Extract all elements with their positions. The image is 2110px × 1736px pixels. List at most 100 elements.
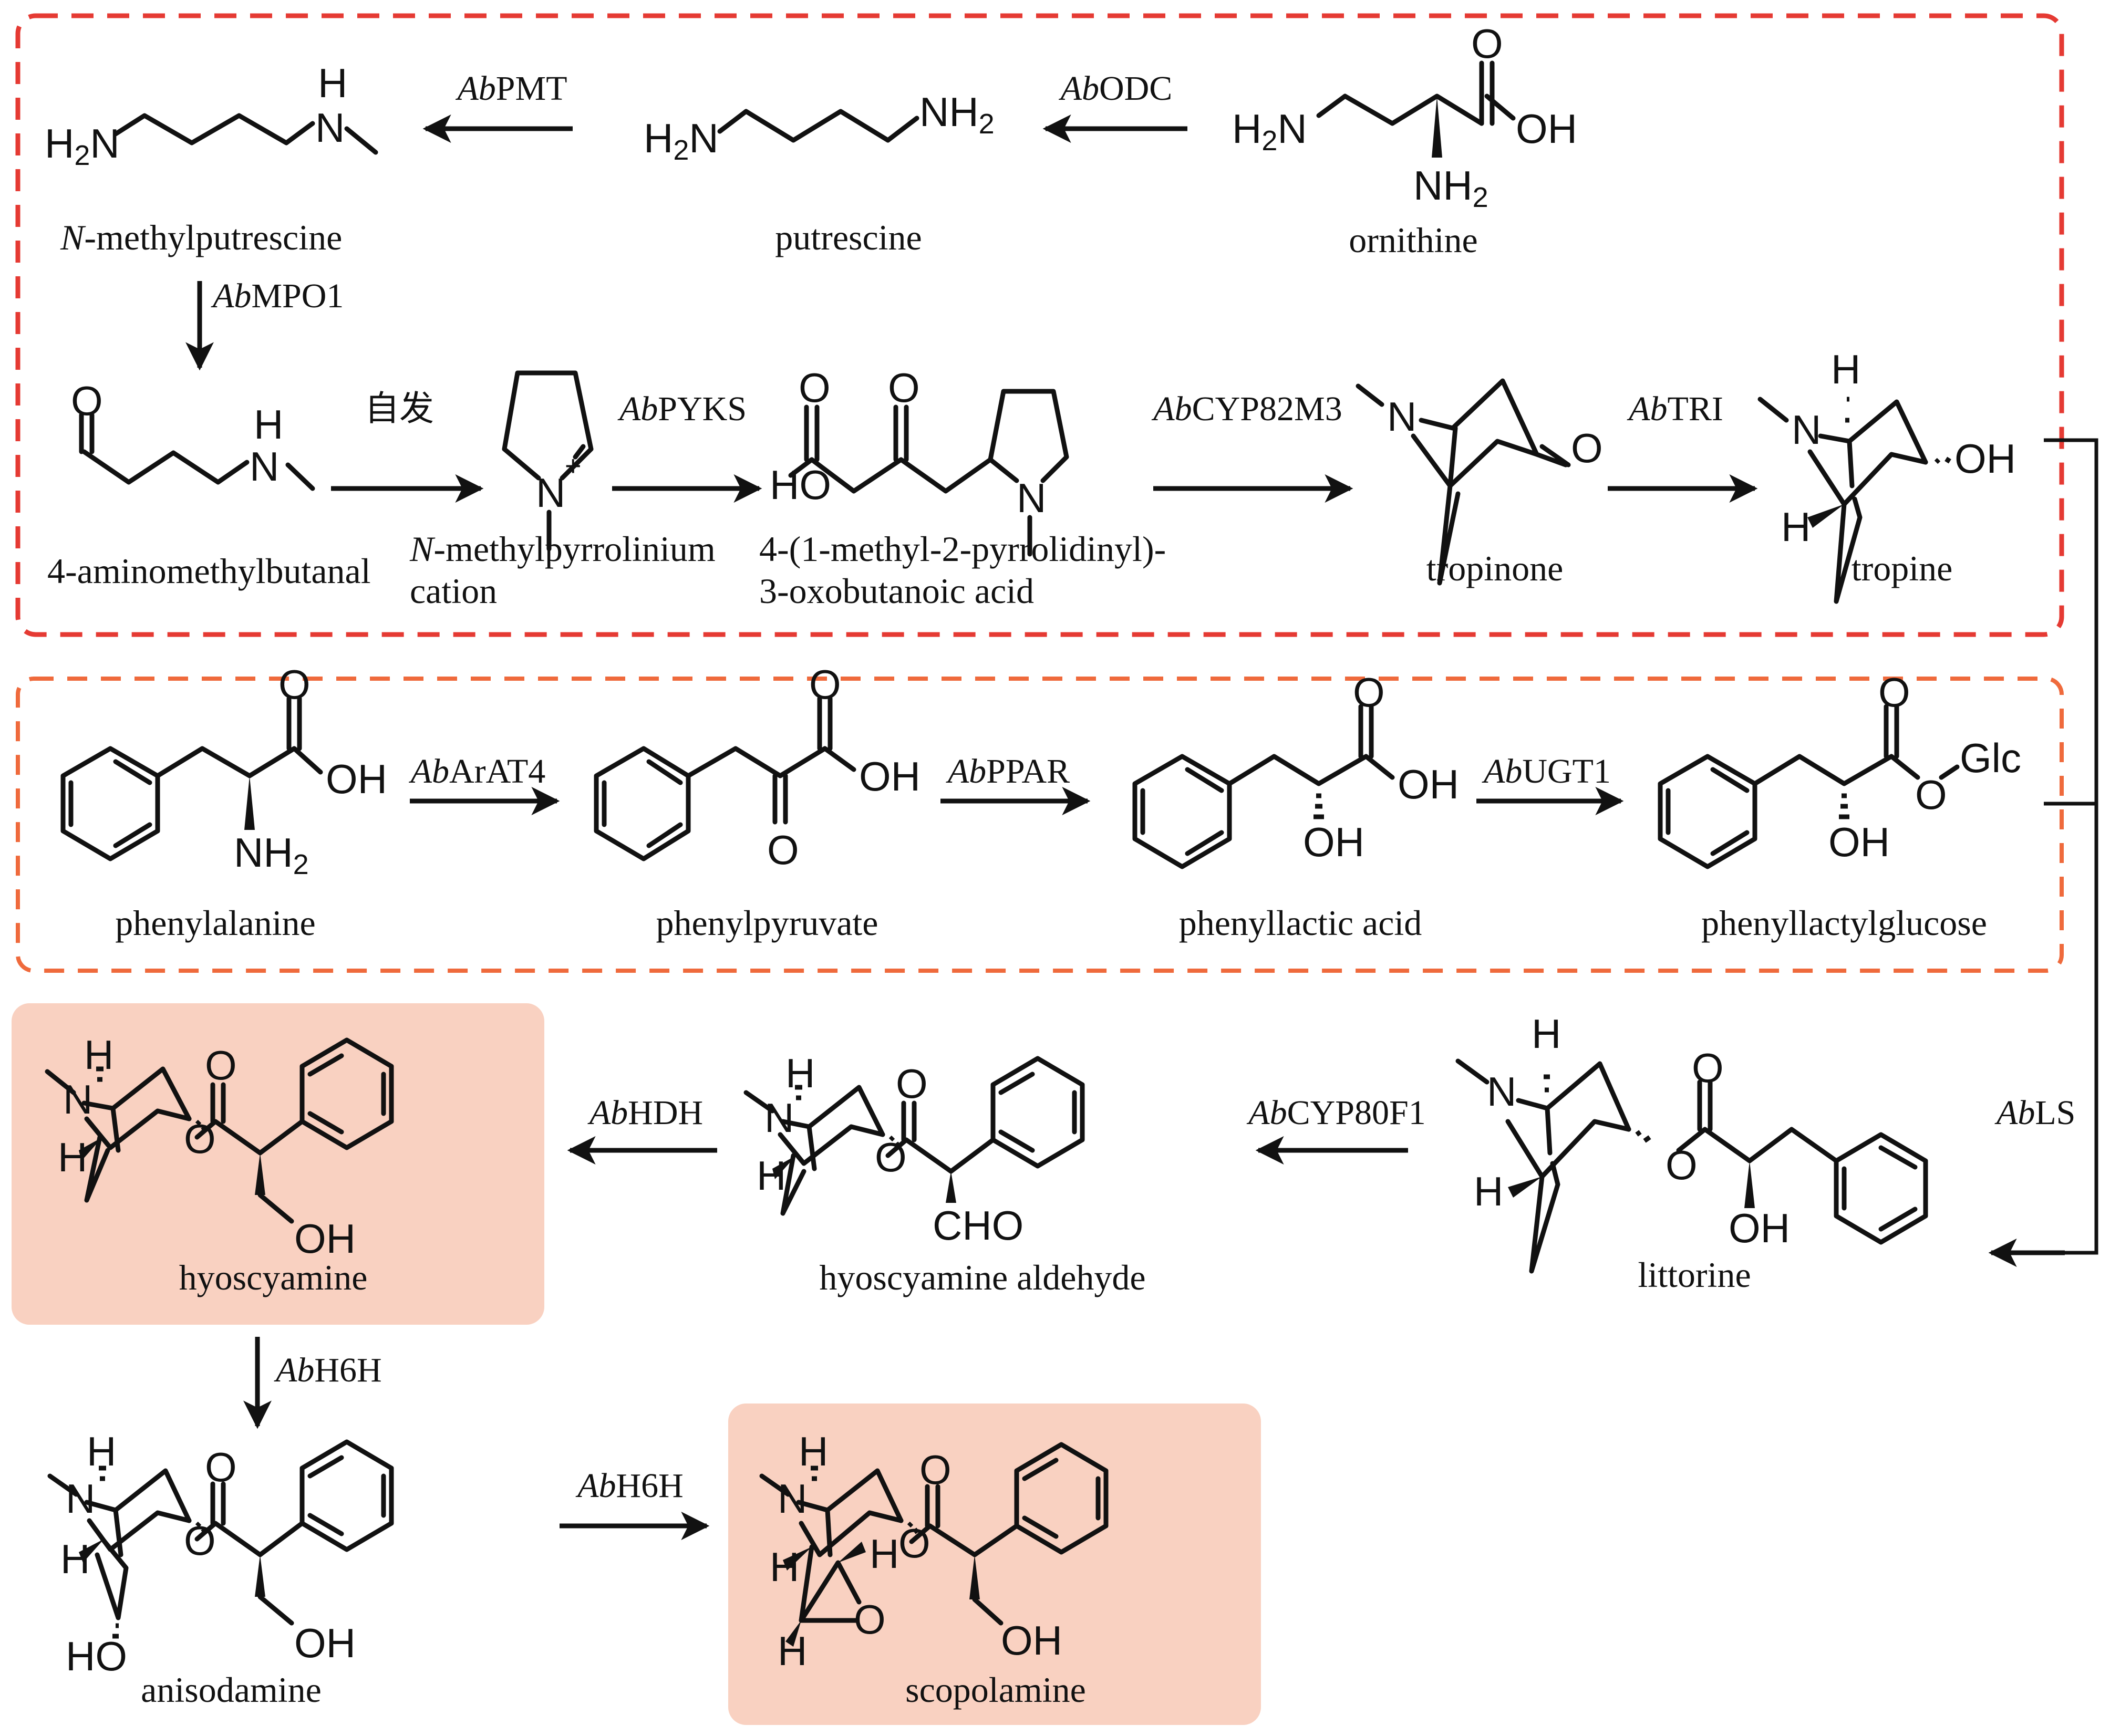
- atom-label: H: [84, 1032, 113, 1078]
- atom-label: H: [770, 1544, 799, 1590]
- compound-name: cation: [410, 571, 497, 611]
- compound-name: N-methylputrescine: [60, 217, 342, 257]
- atom-label: H: [318, 60, 347, 106]
- atom-label: OH: [1001, 1617, 1062, 1664]
- atom-label: N: [764, 1095, 794, 1141]
- atom-label: H: [1474, 1168, 1503, 1214]
- atom-label: NH2: [234, 829, 309, 880]
- enzyme-label-pmt: AbPMT: [455, 69, 567, 108]
- atom-label: OH: [326, 756, 387, 802]
- atom-label: O: [875, 1134, 907, 1180]
- atom-label: H: [870, 1531, 899, 1577]
- hyoscyamine-aldehyde-structure: N H H O O CHO: [743, 1050, 1085, 1249]
- atom-label: O: [809, 661, 841, 708]
- atom-label: H: [757, 1152, 786, 1199]
- charge-label: +: [565, 450, 582, 482]
- atom-label: O: [1471, 20, 1503, 67]
- compound-name: 4-aminomethylbutanal: [47, 551, 371, 591]
- atom-label: H: [58, 1134, 87, 1180]
- compound-name: phenyllactylglucose: [1701, 903, 1987, 943]
- atom-label: O: [278, 661, 311, 708]
- littorine-structure: N H H O O OH: [1455, 1011, 1928, 1274]
- atom-label: Glc: [1960, 735, 2021, 781]
- phenylpyruvate-structure: O OH O: [594, 661, 920, 873]
- compound-name: phenyllactic acid: [1179, 903, 1422, 943]
- oxobutanoic-acid-structure: HO O O N: [770, 365, 1069, 557]
- atom-label: OH: [1516, 106, 1577, 152]
- enzyme-label-odc: AbODC: [1059, 69, 1173, 108]
- enzyme-label-ugt1: AbUGT1: [1482, 752, 1611, 791]
- compound-name: tropine: [1852, 548, 1953, 588]
- atom-label: H: [785, 1050, 815, 1096]
- atom-label: HO: [66, 1633, 127, 1679]
- atom-label: O: [854, 1596, 886, 1643]
- atom-label: O: [71, 378, 103, 424]
- atom-label: H: [60, 1536, 90, 1582]
- atom-label: OH: [1729, 1205, 1790, 1251]
- atom-label: N: [536, 470, 565, 516]
- compound-name: anisodamine: [141, 1670, 322, 1710]
- atom-label: O: [1571, 425, 1603, 471]
- atom-label: O: [799, 365, 831, 411]
- compound-name: phenylalanine: [115, 903, 315, 943]
- atom-label: O: [896, 1061, 928, 1107]
- atom-label: NH2: [919, 89, 995, 140]
- phenyllactylglucose-structure: O O Glc OH: [1658, 669, 2021, 869]
- compound-name: littorine: [1638, 1255, 1751, 1295]
- atom-label: O: [888, 365, 920, 411]
- atom-label: H: [87, 1428, 116, 1474]
- compound-name: N-methylpyrrolinium: [409, 529, 716, 569]
- compound-name: putrescine: [775, 217, 922, 257]
- atom-label: N: [1387, 393, 1416, 440]
- atom-label: N: [63, 1076, 92, 1122]
- atom-label: H2N: [644, 115, 719, 166]
- ornithine-structure: H2N O OH NH2: [1232, 20, 1577, 213]
- atom-label: O: [767, 827, 799, 873]
- atom-label: CHO: [933, 1202, 1023, 1249]
- atom-label: N: [1792, 407, 1821, 453]
- atom-label: H: [1831, 346, 1860, 392]
- atom-label: O: [898, 1520, 930, 1566]
- atom-label: N: [1017, 475, 1046, 521]
- enzyme-label-cyp82m3: AbCYP82M3: [1151, 390, 1342, 428]
- compound-name: scopolamine: [905, 1670, 1086, 1710]
- atom-label: O: [184, 1517, 216, 1564]
- atom-label: H: [778, 1628, 807, 1674]
- atom-label: N: [315, 105, 345, 151]
- atom-label: O: [1692, 1045, 1724, 1091]
- phenyllactic-acid-structure: O OH OH: [1132, 669, 1459, 869]
- atom-label: O: [919, 1447, 951, 1493]
- atom-label: OH: [294, 1215, 356, 1262]
- compound-name: phenylpyruvate: [656, 903, 878, 943]
- enzyme-label-tri: AbTRI: [1627, 390, 1723, 428]
- n-methylputrescine-structure: H2N N H: [45, 60, 378, 171]
- pyrrolinium-structure: N +: [502, 370, 594, 552]
- enzyme-label-arat4: AbArAT4: [409, 752, 546, 791]
- putrescine-structure: H2N NH2: [644, 89, 995, 166]
- atom-label: O: [205, 1042, 237, 1088]
- tropine-structure: N H H OH: [1757, 346, 2016, 604]
- atom-label: OH: [294, 1620, 356, 1666]
- atom-label: N: [1487, 1068, 1516, 1115]
- compound-name: tropinone: [1426, 548, 1564, 588]
- atom-label: N: [778, 1475, 807, 1522]
- enzyme-label-mpo1: AbMPO1: [211, 277, 344, 315]
- phenyllactate-module-box: [16, 677, 2064, 973]
- compound-name: hyoscyamine aldehyde: [819, 1257, 1145, 1297]
- atom-label: O: [1666, 1142, 1698, 1188]
- compound-name: ornithine: [1349, 220, 1478, 260]
- atom-label: OH: [1303, 819, 1364, 865]
- atom-label: OH: [1828, 819, 1890, 865]
- atom-label: O: [1878, 669, 1910, 715]
- atom-label: OH: [859, 753, 920, 799]
- atom-label: H: [1781, 504, 1811, 550]
- enzyme-label-h6h-1: AbH6H: [274, 1351, 382, 1389]
- compound-name: hyoscyamine: [179, 1257, 368, 1297]
- atom-label: N: [250, 443, 279, 490]
- atom-label: NH2: [1413, 162, 1488, 213]
- atom-label: H: [1532, 1011, 1561, 1057]
- atom-label: H: [799, 1428, 828, 1474]
- scopolamine-structure: N H H H H O O O OH: [759, 1428, 1109, 1674]
- atom-label: OH: [1954, 435, 2016, 482]
